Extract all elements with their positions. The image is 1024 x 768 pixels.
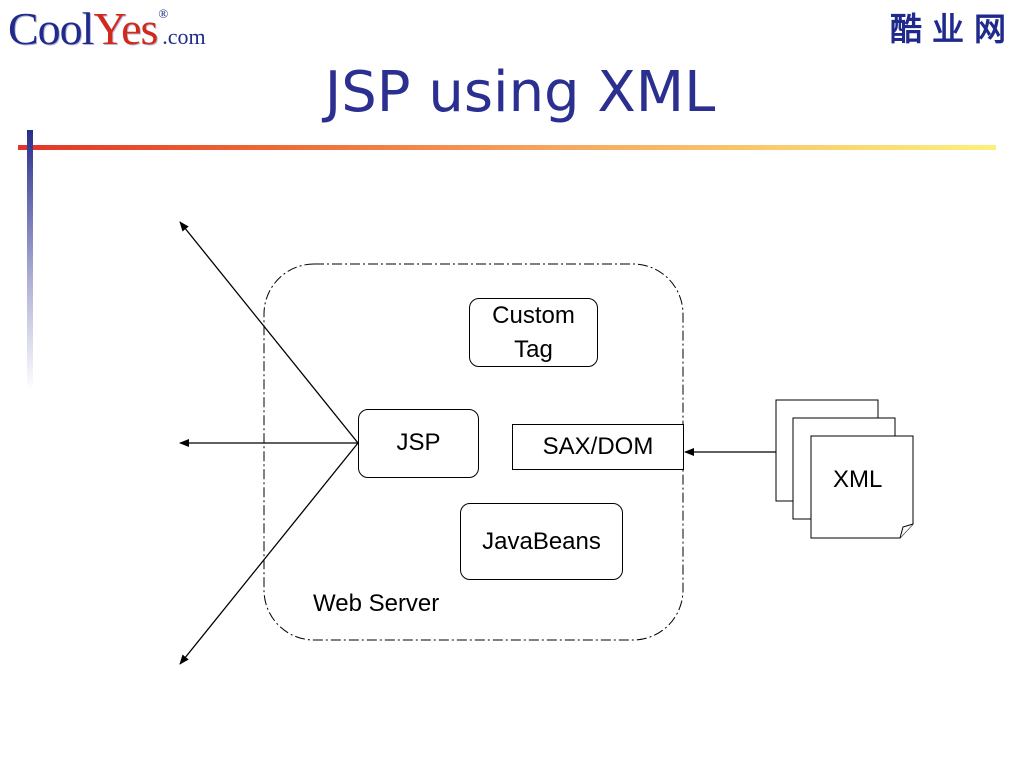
xml-document-stack-icon — [775, 399, 914, 539]
brand-chinese: 酷业网 — [889, 10, 1016, 48]
logo-wordmark: CoolYes — [8, 3, 158, 54]
jsp-label: JSP — [396, 429, 441, 456]
arrow-up-left — [179, 221, 359, 444]
custom-tag-label: Custom Tag — [492, 301, 575, 363]
sax-dom-box: SAX/DOM — [512, 424, 684, 470]
coolyes-logo: CoolYes® .com — [8, 2, 206, 54]
javabeans-box: JavaBeans — [460, 503, 623, 580]
registered-mark: ® — [158, 6, 169, 21]
logo-cool: Cool — [8, 3, 94, 54]
custom-tag-box: Custom Tag — [469, 298, 598, 367]
web-server-label: Web Server — [313, 590, 440, 617]
javabeans-label: JavaBeans — [482, 527, 601, 555]
jsp-box: JSP — [358, 409, 479, 478]
logo-tld: .com — [162, 24, 206, 49]
sax-dom-label: SAX/DOM — [542, 433, 654, 461]
decorative-horizontal-bar — [18, 145, 996, 150]
xml-label: XML — [833, 466, 883, 493]
arrow-down-left — [179, 442, 359, 665]
logo-yes: Yes — [93, 3, 158, 54]
decorative-vertical-bar — [27, 130, 33, 390]
slide-title: JSP using XML — [324, 60, 716, 125]
